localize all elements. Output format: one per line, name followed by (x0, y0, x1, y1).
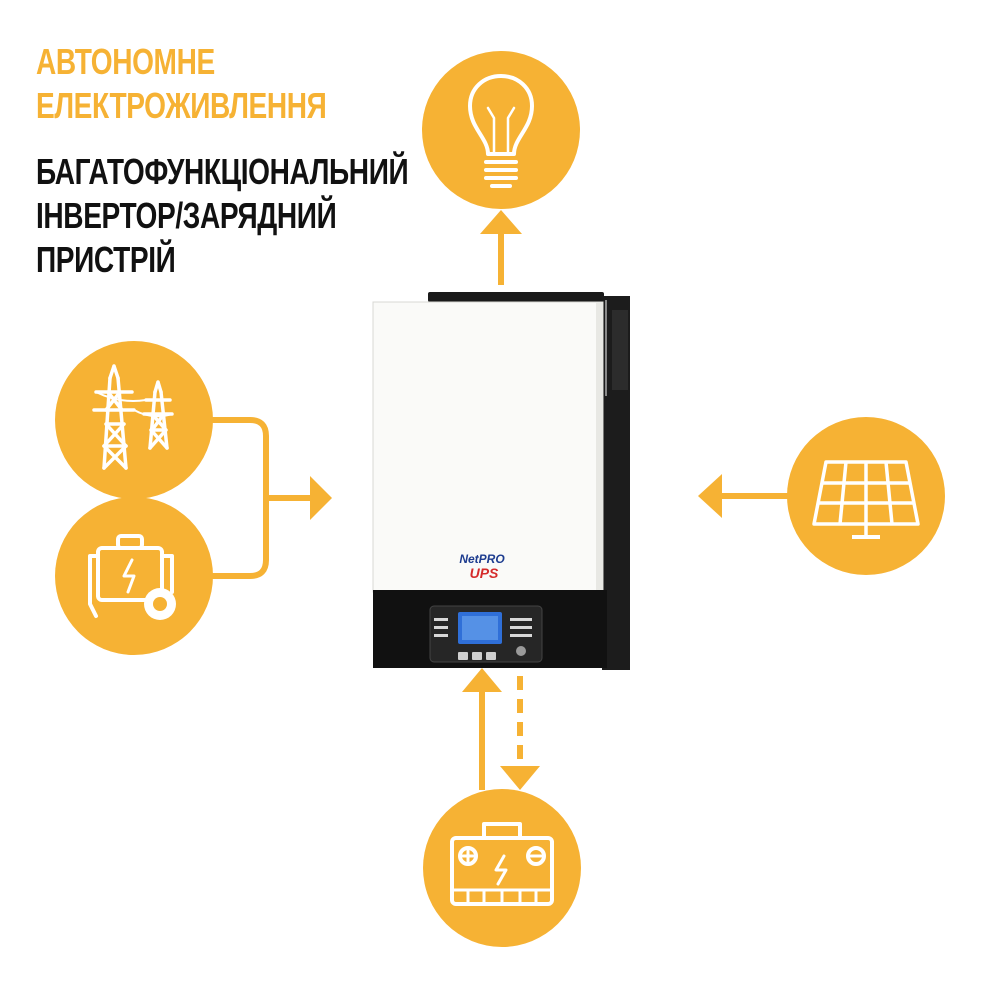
node-load (422, 51, 580, 209)
node-battery (423, 789, 581, 947)
generator-icon (88, 534, 174, 618)
connector-load (480, 210, 522, 285)
subtitle-line-3: ПРИСТРІЙ (36, 239, 176, 280)
control-button (472, 652, 482, 660)
node-solar (787, 417, 945, 575)
control-button (458, 652, 468, 660)
power-tower-icon (92, 364, 174, 470)
brand-suffix: UPS (470, 565, 499, 581)
solar-panel-icon (812, 460, 920, 539)
subtitle-line-2: ІНВЕРТОР/ЗАРЯДНИЙ (36, 195, 337, 236)
title: АВТОНОМНЕ ЕЛЕКТРОЖИВЛЕННЯ (36, 40, 327, 128)
battery-icon (450, 822, 554, 906)
connector-battery-discharge (500, 676, 540, 790)
control-button (486, 652, 496, 660)
inverter-device: NetPRO UPS (372, 292, 630, 670)
light-bulb-icon (468, 74, 534, 188)
node-grid (55, 341, 213, 499)
title-line-2: ЕЛЕКТРОЖИВЛЕННЯ (36, 85, 327, 126)
connector-solar (698, 474, 788, 518)
brand-name: NetPRO (459, 552, 505, 566)
title-line-1: АВТОНОМНЕ (36, 41, 215, 82)
subtitle-line-1: БАГАТОФУНКЦІОНАЛЬНИЙ (36, 151, 409, 192)
node-generator (55, 497, 213, 655)
connector-battery-charge (462, 668, 502, 790)
subtitle: БАГАТОФУНКЦІОНАЛЬНИЙ ІНВЕРТОР/ЗАРЯДНИЙ П… (36, 150, 409, 282)
power-knob (516, 646, 526, 656)
connector-grid-generator (212, 417, 332, 579)
